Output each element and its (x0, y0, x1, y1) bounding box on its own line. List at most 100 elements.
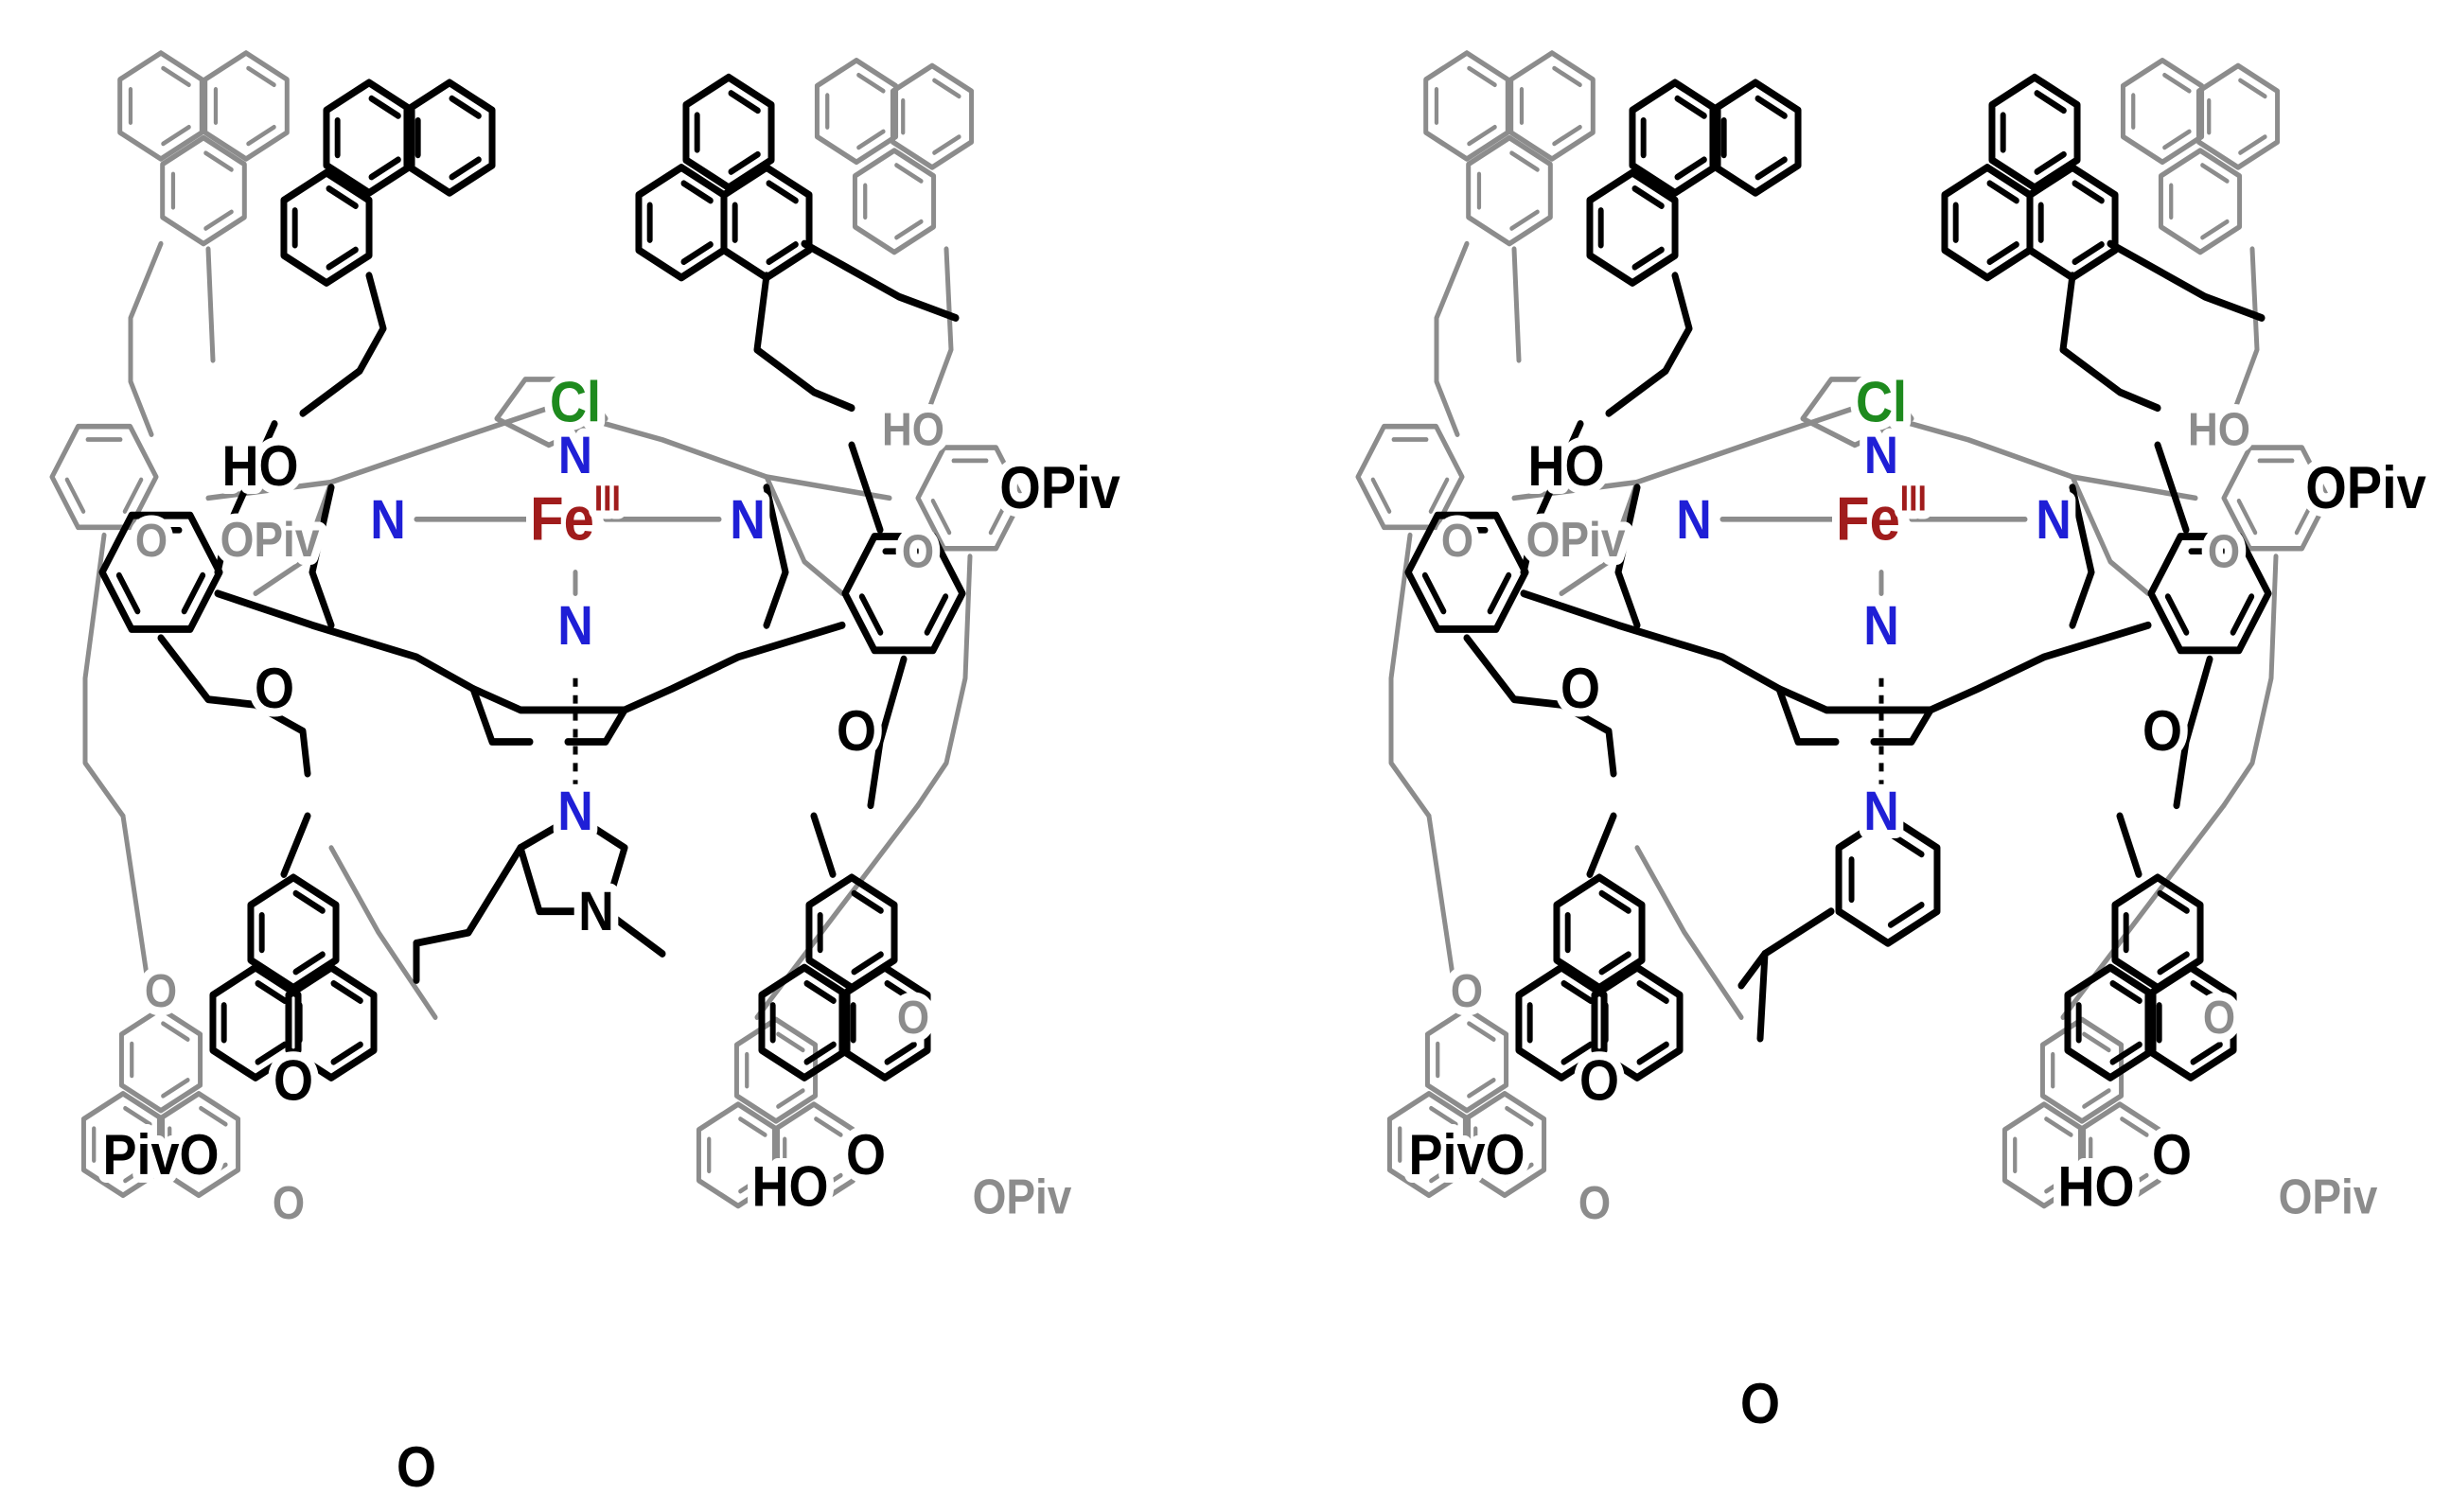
pyrrole-back (494, 377, 608, 448)
ring-grey-top-left-c (203, 50, 290, 162)
o-mid-left-grey: O (273, 1177, 305, 1229)
double-bond (2200, 163, 2230, 184)
ring-bottom-left-c (1591, 963, 1684, 1081)
link-grey-bottom-left (120, 813, 154, 1010)
double-bond (199, 1105, 228, 1127)
double-bond (2034, 150, 2067, 175)
pivo-bottom-left: PivO (102, 1123, 219, 1187)
carbonyl-bond (1756, 950, 1769, 1043)
double-bond (1467, 1078, 1496, 1099)
porphyrin-left-pyrrole (1614, 483, 1641, 629)
imidazole-n-methyl-label: N (578, 880, 614, 941)
ho-bottom-right: HO (2057, 1155, 2134, 1220)
opiv-top-right: OPiv (2305, 454, 2426, 521)
link-top-left (1605, 272, 1693, 417)
pyrrole-front-b (1870, 706, 1934, 746)
link-grey-left-2 (205, 246, 216, 363)
double-bond (2044, 1172, 2073, 1194)
base-nitrogen-label: N (1863, 780, 1899, 841)
o-left-link: O (1561, 657, 1600, 721)
bond-ho-bottom (2116, 812, 2142, 878)
ring-bottom-left-c (285, 963, 378, 1081)
bond-pivo (1586, 812, 1617, 878)
ring-grey-mid-right (2221, 445, 2331, 552)
porphyrin-back-right (2070, 474, 2151, 597)
double-bond (2238, 134, 2267, 155)
ring-grey-bottom-left-c (1462, 1091, 1547, 1199)
o-left-lower-grey: O (145, 965, 177, 1017)
ring-front-right (2147, 533, 2272, 655)
double-bond (1552, 65, 1582, 88)
double-bond (803, 979, 837, 1004)
oxidation-state: III (1900, 479, 1927, 519)
double-bond (255, 1041, 288, 1065)
ring-grey-top-right-c (890, 62, 975, 170)
double-bond (203, 209, 234, 231)
ring-grey-top-right-a (2158, 148, 2243, 255)
base-nitrogen-label: N (557, 780, 593, 841)
double-bond (1631, 246, 1665, 271)
carbonyl-oxygen: O (1740, 1372, 1780, 1436)
oxidation-state: III (594, 479, 621, 519)
imidazole-ring (517, 812, 628, 916)
ring-top-right-b (1941, 164, 2034, 282)
link-grey-bottom-left (1426, 813, 1460, 1010)
double-bond (2082, 1031, 2111, 1053)
double-bond (2072, 180, 2105, 204)
pyrrole-n-left: N (1676, 488, 1712, 550)
ho-top-grey: HO (2188, 403, 2250, 455)
ring-grey-bottom-right-a (2039, 1016, 2125, 1124)
o-right-upper-grey: O (2208, 525, 2240, 577)
link-top-right (753, 272, 855, 413)
double-bond (738, 1172, 767, 1194)
link-top-right (2059, 272, 2161, 413)
ring-top-right-c (682, 73, 775, 192)
double-bond (814, 1172, 843, 1194)
ring-bottom-left-a (247, 873, 340, 992)
double-bond (1631, 185, 1665, 209)
double-bond (1754, 95, 1788, 119)
double-bond (1887, 901, 1925, 928)
double-bond (2230, 593, 2255, 636)
ring-front-left (98, 511, 223, 633)
double-bond (2200, 219, 2230, 240)
porphyrin-front (214, 589, 846, 714)
pyrrole-front-a (1775, 685, 1840, 746)
opiv-top-left-grey: OPiv (1526, 514, 1626, 568)
double-bond (1467, 65, 1497, 88)
front-layer (98, 73, 966, 1081)
double-bond (330, 979, 363, 1004)
pyrrole-n-right: N (730, 488, 766, 550)
double-bond (1561, 979, 1594, 1004)
double-bond (884, 1041, 917, 1065)
double-bond (2034, 90, 2067, 114)
ring-top-right-c (1988, 73, 2081, 192)
double-bond (326, 185, 359, 209)
double-bond (1598, 951, 1631, 976)
link-grey-carbonyl (328, 845, 438, 1021)
back-layer (1355, 50, 2331, 1209)
ho-top-grey: HO (882, 403, 944, 455)
double-bond (1370, 477, 1392, 514)
double-bond (1467, 124, 1497, 147)
ring-grey-top-left-c (1508, 50, 1596, 162)
double-bond (199, 1162, 228, 1184)
ring-grey-top-right-b (2120, 58, 2205, 166)
double-bond (988, 498, 1010, 536)
double-bond (1429, 1162, 1458, 1184)
double-bond (1421, 571, 1447, 615)
double-bond (932, 78, 961, 99)
pyrrole-n-bottom: N (557, 594, 593, 656)
o-mid-left-grey: O (1578, 1177, 1611, 1229)
o-left-upper-grey: O (1441, 515, 1473, 567)
double-bond (894, 219, 924, 240)
double-bond (181, 571, 206, 615)
pyrrole-back (1800, 377, 1914, 448)
double-bond (1674, 95, 1707, 119)
double-bond (161, 1078, 190, 1099)
link-grey-lower-right (915, 554, 973, 809)
double-bond (122, 477, 144, 514)
opiv-bottom-right-grey: OPiv (973, 1170, 1072, 1224)
